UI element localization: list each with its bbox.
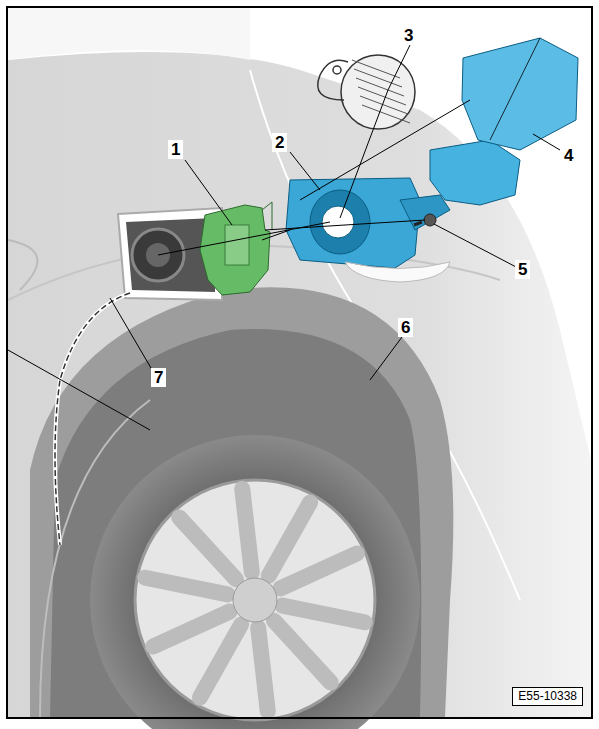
callout-number: 5: [515, 260, 530, 279]
wheel-spoke: [179, 517, 236, 579]
callout-number: 3: [401, 26, 416, 45]
cap-rib: [354, 69, 402, 87]
wheel-spoke: [258, 628, 268, 711]
callout-number: 6: [398, 318, 413, 337]
wheel-spoke: [280, 553, 356, 588]
cap-rib: [358, 87, 406, 105]
wheel-spoke: [200, 624, 241, 697]
wheel-spoke: [274, 621, 331, 683]
callout-number: 4: [561, 146, 576, 165]
wheel-spoke: [145, 578, 227, 595]
cap-rib: [360, 96, 408, 114]
cap-rib: [356, 78, 404, 96]
wheel-spoke: [242, 489, 252, 572]
figure-code: E55-10338: [518, 689, 577, 703]
callout-number: 1: [168, 140, 183, 159]
cap-rib: [352, 60, 400, 78]
callout-number: 7: [151, 368, 166, 387]
figure-code-box: E55-10338: [512, 687, 583, 706]
callout-number: 2: [272, 133, 287, 152]
wheel-spoke: [269, 502, 310, 575]
wheel-spoke: [282, 606, 364, 623]
cap-rib: [362, 105, 410, 123]
wheel-spoke: [153, 612, 229, 647]
